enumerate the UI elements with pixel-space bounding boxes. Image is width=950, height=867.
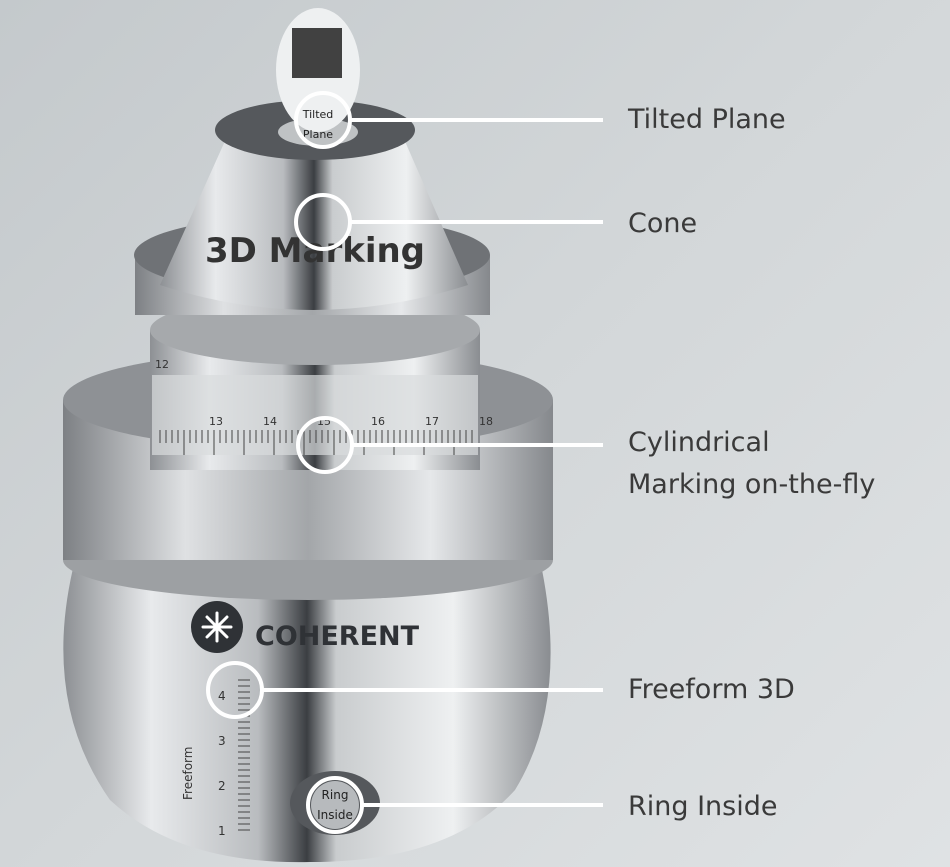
- bulb-body: [63, 560, 551, 863]
- label-cone: Cone: [628, 208, 698, 239]
- ruler-number: 17: [425, 415, 439, 428]
- freeform-number: 3: [218, 734, 226, 748]
- ruler-number: 16: [371, 415, 385, 428]
- coherent-logo-icon: [191, 601, 243, 653]
- tag-text-1: Tilted: [302, 108, 334, 121]
- ruler-number: 12: [155, 358, 169, 371]
- datamatrix-code-icon: [292, 28, 342, 78]
- label-freeform: Freeform 3D: [628, 674, 795, 705]
- callout-markers: [206, 91, 603, 834]
- ruler-number: 18: [479, 415, 493, 428]
- ruler-number: 13: [209, 415, 223, 428]
- cone-marking-text: 3D Marking: [205, 231, 425, 271]
- label-ring-inside: Ring Inside: [628, 791, 778, 822]
- ring-text-2: Inside: [317, 808, 353, 822]
- label-tilted-plane: Tilted Plane: [628, 104, 786, 135]
- label-cylindrical: Cylindrical: [628, 427, 770, 458]
- freeform-text: Freeform: [181, 747, 195, 800]
- ruler-number: 14: [263, 415, 277, 428]
- label-cylindrical-2: Marking on-the-fly: [628, 469, 876, 500]
- freeform-number: 2: [218, 779, 226, 793]
- freeform-number: 4: [218, 689, 226, 703]
- brand-text: COHERENT: [255, 621, 420, 652]
- tag-text-2: Plane: [303, 128, 333, 141]
- ring-text-1: Ring: [322, 788, 349, 802]
- freeform-number: 1: [218, 824, 226, 838]
